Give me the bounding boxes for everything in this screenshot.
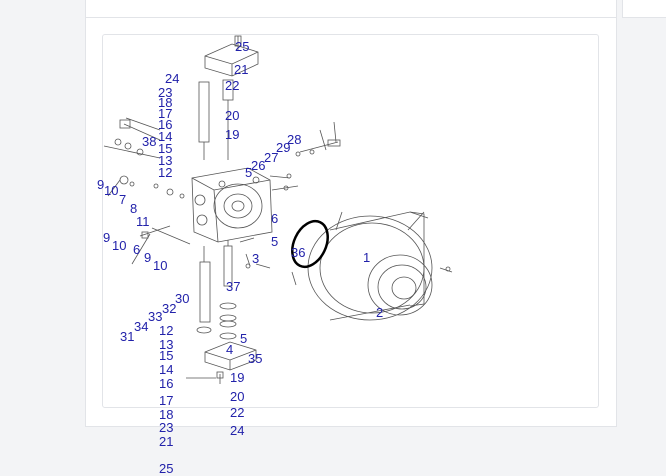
callout-label: 21	[234, 62, 249, 77]
callout-label: 24	[230, 423, 245, 438]
callout-label: 5	[271, 234, 279, 249]
callout-label: 23	[158, 85, 173, 100]
callout-label: 2	[376, 305, 384, 320]
callout-label: 30	[175, 291, 190, 306]
callout-label: 6	[271, 211, 279, 226]
callout-label: 14	[159, 362, 174, 377]
callout-label: 10	[112, 238, 127, 253]
callout-label: 21	[159, 434, 174, 449]
callout-label: 22	[225, 78, 240, 93]
callout-label: 10	[104, 183, 119, 198]
callout-label: 27	[264, 150, 279, 165]
callout-label: 11	[136, 214, 150, 229]
callout-label: 10	[153, 258, 168, 273]
right-fittings-drawing	[239, 121, 341, 243]
callout-label: 18	[159, 407, 174, 422]
callout-label: 18	[158, 95, 173, 110]
callout-label: 9	[144, 250, 152, 265]
callout-label: 31	[120, 329, 135, 344]
callout-label: 16	[158, 117, 173, 132]
callout-label: 16	[159, 376, 174, 391]
callout-label: 12	[158, 165, 173, 180]
card-header	[86, 0, 616, 18]
callout-label: 1	[363, 250, 371, 265]
callout-label: 22	[230, 405, 245, 420]
callout-label: 24	[165, 71, 180, 86]
callout-label: 6	[133, 242, 141, 257]
callout-label: 38	[142, 134, 157, 149]
callout-label: 32	[162, 301, 177, 316]
callout-label: 17	[158, 106, 173, 121]
housing-drawing	[307, 211, 453, 321]
callout-label: 25	[159, 461, 174, 476]
o-ring-drawing	[291, 219, 329, 269]
callout-label: 8	[130, 201, 138, 216]
callout-label: 3	[252, 251, 260, 266]
callout-label: 33	[148, 309, 163, 324]
callout-label: 12	[159, 323, 174, 338]
callout-label: 34	[134, 319, 149, 334]
parts-diagram-frame	[102, 34, 599, 408]
callout-label: 4	[226, 342, 234, 357]
top-valve-drawing	[198, 35, 259, 160]
callout-label: 20	[225, 108, 240, 123]
callout-label: 28	[287, 132, 302, 147]
callout-label: 19	[230, 370, 245, 385]
callout-label: 29	[276, 140, 291, 155]
callout-label: 9	[97, 177, 105, 192]
callout-label: 7	[119, 192, 127, 207]
callout-label: 25	[235, 39, 250, 54]
callout-label: 5	[240, 331, 248, 346]
side-panel-edge	[622, 0, 666, 18]
callout-label: 15	[159, 348, 174, 363]
callout-label: 36	[291, 245, 306, 260]
callout-label: 35	[248, 351, 263, 366]
callout-label: 37	[226, 279, 241, 294]
motor-body-drawing	[191, 167, 273, 243]
callout-label: 9	[103, 230, 111, 245]
callout-label: 15	[158, 141, 173, 156]
callout-label: 17	[159, 393, 174, 408]
callout-label: 13	[158, 153, 173, 168]
bottom-valve-drawing	[186, 240, 271, 384]
callout-label: 13	[159, 337, 174, 352]
callout-label: 5	[245, 165, 253, 180]
callout-label: 26	[251, 158, 266, 173]
callout-label: 14	[158, 129, 173, 144]
callout-label: 20	[230, 389, 245, 404]
callout-label: 23	[159, 420, 174, 435]
left-fittings-drawing	[103, 117, 191, 265]
callout-label: 19	[225, 127, 240, 142]
